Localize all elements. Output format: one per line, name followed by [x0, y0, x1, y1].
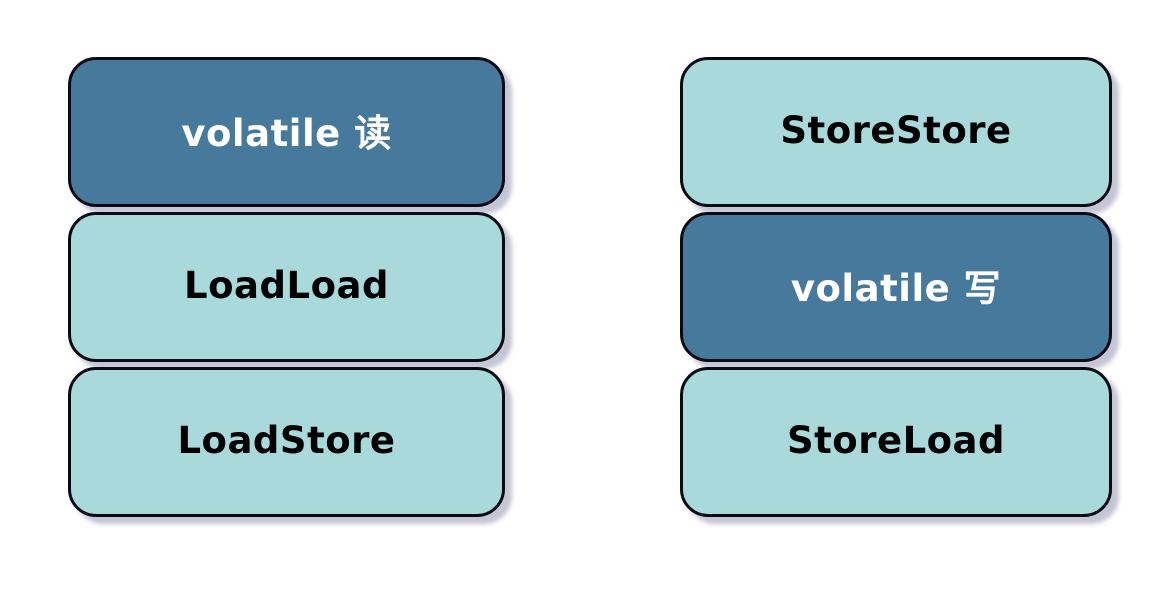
volatile-read-box: volatile 读 [68, 57, 505, 207]
loadstore-barrier-box: LoadStore [68, 367, 505, 517]
volatile-write-label: volatile 写 [790, 267, 1002, 310]
storestore-barrier-label: StoreStore [780, 108, 1012, 152]
volatile-read-column: volatile 读 LoadLoad LoadStore [68, 57, 505, 517]
storeload-barrier-label: StoreLoad [786, 418, 1006, 462]
volatile-write-box: volatile 写 [680, 212, 1112, 362]
loadload-barrier-box: LoadLoad [68, 212, 505, 362]
volatile-read-label: volatile 读 [181, 112, 392, 155]
storeload-barrier-box: StoreLoad [680, 367, 1112, 517]
storestore-barrier-box: StoreStore [680, 57, 1112, 207]
volatile-write-column: StoreStore volatile 写 StoreLoad [680, 57, 1112, 517]
loadstore-barrier-label: LoadStore [177, 418, 396, 462]
loadload-barrier-label: LoadLoad [184, 263, 389, 307]
